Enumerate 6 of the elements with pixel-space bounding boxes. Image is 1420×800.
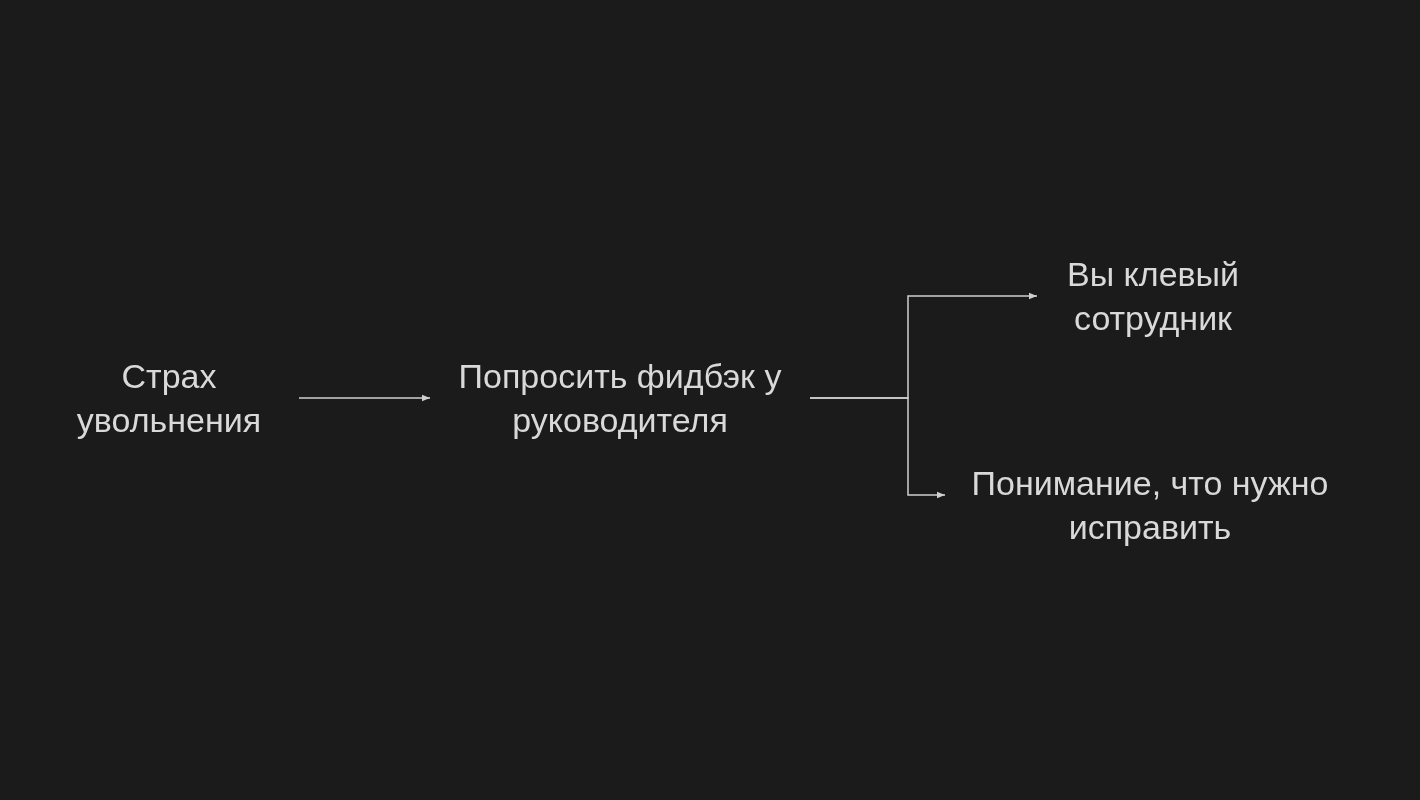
node-text: Понимание, что нужно исправить <box>970 463 1330 548</box>
arrow <box>298 394 431 402</box>
arrow <box>809 397 946 499</box>
node-text: Попросить фидбэк у руководителя <box>457 356 783 441</box>
node-text: Вы клевый сотрудник <box>1065 254 1241 339</box>
node-text: Страх увольнения <box>75 356 263 441</box>
